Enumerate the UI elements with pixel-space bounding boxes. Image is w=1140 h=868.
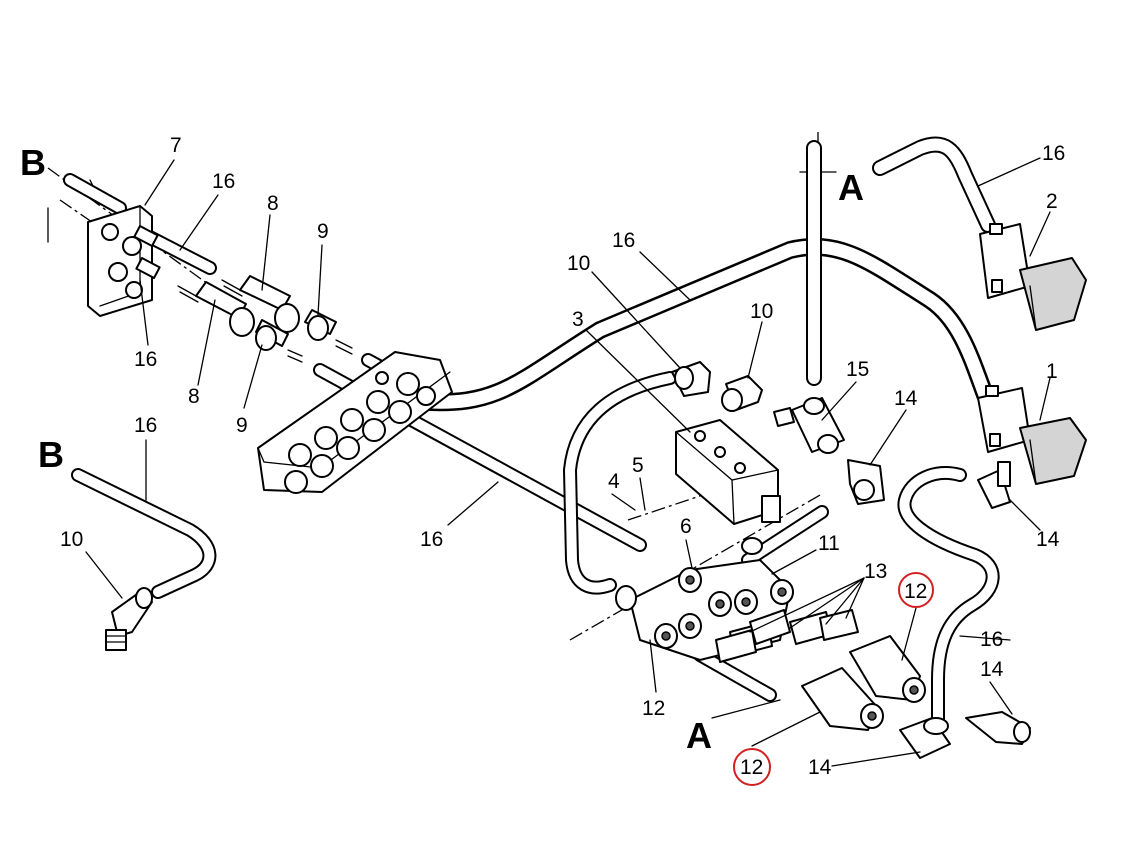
label-12-highlighted: 12 <box>740 756 763 779</box>
label-12: 12 <box>642 697 665 720</box>
label-14: 14 <box>1036 528 1060 551</box>
label-9: 9 <box>236 414 248 437</box>
label-16: 16 <box>1042 142 1065 165</box>
label-9: 9 <box>317 220 329 243</box>
label-16: 16 <box>980 628 1003 651</box>
hose-loop-left <box>563 371 677 595</box>
panel-holes <box>284 372 436 494</box>
label-3: 3 <box>572 308 584 331</box>
tee-fitting-15 <box>773 397 845 454</box>
label-6: 6 <box>680 515 692 538</box>
label-8: 8 <box>188 385 200 408</box>
section-marker-a-top: A <box>838 167 864 208</box>
label-10: 10 <box>750 300 773 323</box>
highlight-ring-12-upper <box>898 572 934 608</box>
label-16: 16 <box>420 528 443 551</box>
highlight-rings <box>733 572 934 786</box>
leader-lines <box>85 157 1051 767</box>
section-marker-b-top: B <box>20 142 46 183</box>
part-labels: B B A A 7 16 8 9 16 8 9 16 10 10 16 3 4 … <box>20 134 1065 779</box>
label-10: 10 <box>567 252 590 275</box>
section-marker-b-bottom: B <box>38 434 64 475</box>
label-16: 16 <box>612 229 635 252</box>
label-12-highlighted: 12 <box>904 580 927 603</box>
label-1: 1 <box>1046 360 1058 383</box>
bulkhead-panel <box>257 351 453 494</box>
solenoid-valve-2 <box>979 223 1087 331</box>
fittings-8-9 <box>177 275 353 363</box>
elbow-fittings-14 <box>847 459 1031 759</box>
solenoid-valve-1 <box>977 385 1087 485</box>
label-5: 5 <box>632 454 644 477</box>
section-marker-a-bottom: A <box>686 715 712 756</box>
label-11: 11 <box>818 532 840 555</box>
label-14: 14 <box>980 658 1004 681</box>
label-13: 13 <box>864 560 887 583</box>
label-8: 8 <box>267 192 279 215</box>
label-4: 4 <box>608 470 620 493</box>
label-2: 2 <box>1046 190 1058 213</box>
label-10: 10 <box>60 528 83 551</box>
label-16: 16 <box>134 414 157 437</box>
label-16: 16 <box>134 348 157 371</box>
label-14: 14 <box>808 756 832 779</box>
highlight-ring-12-lower <box>733 748 771 786</box>
label-16: 16 <box>212 170 235 193</box>
elbow-fittings-10 <box>105 361 763 651</box>
label-7: 7 <box>170 134 182 157</box>
connector-plate-7 <box>87 205 161 317</box>
hoses <box>63 136 1000 727</box>
label-14: 14 <box>894 387 918 410</box>
block-3 <box>675 419 781 525</box>
label-15: 15 <box>846 358 869 381</box>
